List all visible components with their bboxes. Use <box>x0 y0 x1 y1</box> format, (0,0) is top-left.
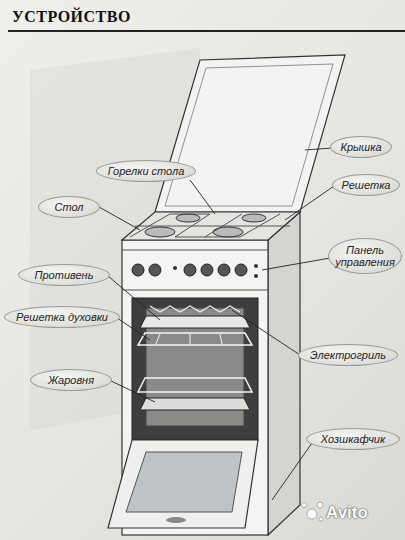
logo-dot <box>319 517 323 521</box>
burner <box>242 214 266 222</box>
lid <box>155 55 345 212</box>
table-top <box>122 212 300 240</box>
panel-line <box>122 290 268 291</box>
knob <box>132 264 144 276</box>
callout-label: Решетка <box>332 174 400 196</box>
leader-line <box>117 318 150 340</box>
oven-door <box>108 440 258 528</box>
callout-label: Крышка <box>330 136 392 158</box>
indicator <box>254 264 258 268</box>
grill-element <box>150 306 240 312</box>
burner <box>213 227 243 237</box>
door-handle <box>166 517 186 523</box>
callout-label: Электрогриль <box>298 344 398 366</box>
leader-line <box>285 186 334 220</box>
knob <box>201 264 213 276</box>
callout-label: Противень <box>18 264 110 286</box>
callout-text: Панель управления <box>333 244 397 268</box>
leader-line <box>272 443 312 500</box>
rack-bar <box>220 334 222 344</box>
leader-line <box>109 380 155 402</box>
leader-line <box>232 310 300 355</box>
burner <box>145 227 175 237</box>
leader-line <box>262 258 330 270</box>
leader-line <box>305 148 332 150</box>
callout-label: Хозшкафчик <box>306 428 400 450</box>
knob <box>149 264 161 276</box>
callout-label: Панель управления <box>328 238 402 274</box>
callout-label: Жаровня <box>30 369 112 391</box>
indicator <box>173 266 177 270</box>
baking-tray <box>140 316 250 328</box>
rack-bar <box>156 334 160 344</box>
callout-label: Стол <box>38 196 100 218</box>
title-rule <box>8 30 405 32</box>
callout-label: Решетка духовки <box>4 306 120 328</box>
knob <box>235 264 247 276</box>
leader-line <box>190 180 215 214</box>
callout-text: Электрогриль <box>310 349 386 361</box>
callout-label: Горелки стола <box>96 160 196 182</box>
panel-line <box>122 250 268 251</box>
oven-rack <box>138 378 252 392</box>
leader-line <box>99 207 140 230</box>
knob <box>184 264 196 276</box>
rack-bar <box>190 334 191 344</box>
title: УСТРОЙСТВО <box>12 8 131 26</box>
oven-rack <box>138 333 252 345</box>
callout-text: Жаровня <box>48 374 94 386</box>
callout-text: Крышка <box>340 141 381 153</box>
grate <box>135 226 290 227</box>
callout-text: Хозшкафчик <box>321 433 385 445</box>
burner <box>176 214 200 222</box>
watermark: Avito <box>326 503 368 523</box>
knob <box>218 264 230 276</box>
roasting-pan <box>140 398 250 410</box>
callout-text: Решетка духовки <box>16 311 108 323</box>
oven-cavity <box>132 298 258 440</box>
grate <box>130 214 280 237</box>
callout-text: Решетка <box>342 179 391 191</box>
door-glass <box>126 452 242 512</box>
logo-dot <box>317 502 323 508</box>
callout-text: Противень <box>35 269 94 281</box>
lid-edge <box>165 64 333 206</box>
callout-text: Стол <box>54 201 83 213</box>
grate <box>205 214 242 237</box>
callout-text: Горелки стола <box>108 165 185 177</box>
indicator <box>254 274 258 278</box>
side-panel <box>268 212 300 535</box>
logo-dot <box>307 509 317 519</box>
logo-dot <box>302 503 307 508</box>
